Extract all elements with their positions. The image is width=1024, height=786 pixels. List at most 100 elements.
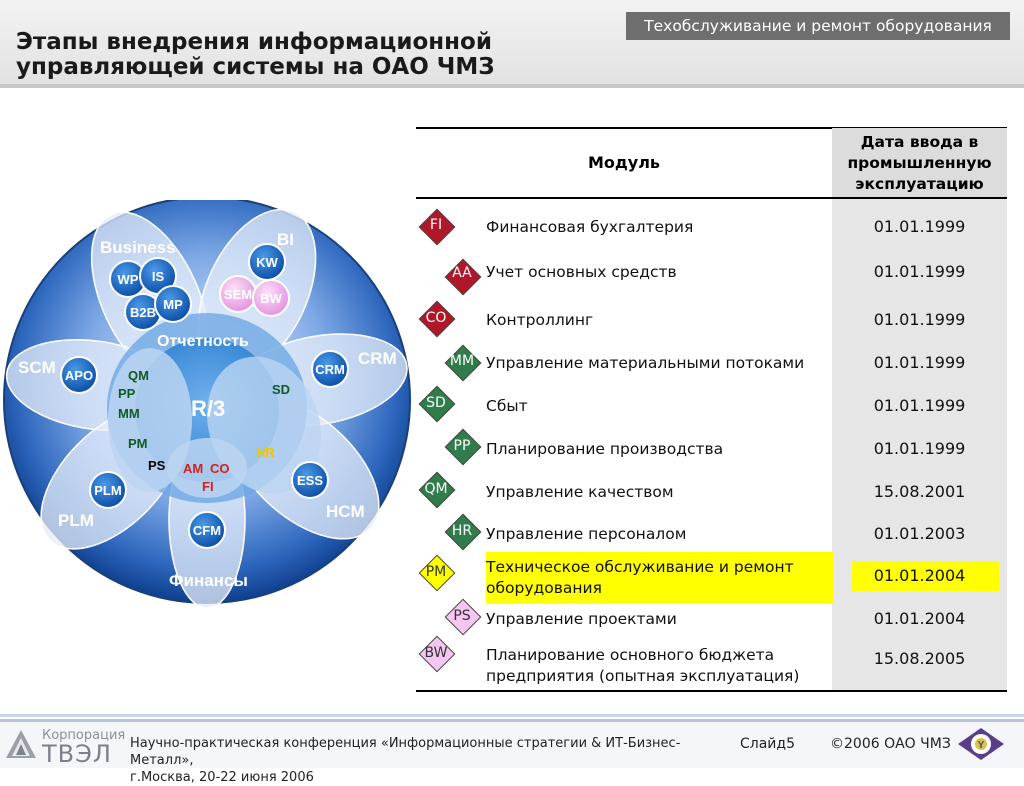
module-name: Управление материальными потоками <box>486 354 805 372</box>
svg-text:Y: Y <box>978 740 985 751</box>
module-date: 01.01.2004 <box>873 609 966 628</box>
module-name: Финансовая бухгалтерия <box>486 218 694 236</box>
module-name: Контроллинг <box>486 311 594 329</box>
label-bi: BI <box>277 230 294 249</box>
conference-info: Научно-практическая конференция «Информа… <box>130 735 730 786</box>
code-aa: AA <box>452 265 472 281</box>
page-title-line-2: управляющей системы на ОАО ЧМЗ <box>16 54 495 80</box>
code-ps: PS <box>453 608 471 624</box>
module-fi: FI <box>202 479 214 494</box>
module-date: 15.08.2001 <box>873 482 966 501</box>
node-sem-label: SEM <box>224 287 252 302</box>
table-bottom-rule <box>416 690 1007 692</box>
code-mm: MM <box>449 353 475 369</box>
page-title: Этапы внедрения информационной управляющ… <box>16 30 596 80</box>
module-name-line-1: Планирование основного бюджета <box>486 646 775 664</box>
node-plm <box>89 471 127 509</box>
module-date: 01.01.1999 <box>873 262 966 281</box>
module-am: AM <box>183 461 203 476</box>
module-date: 01.01.1999 <box>873 439 966 458</box>
conference-line-1: Научно-практическая конференция «Информа… <box>130 736 681 768</box>
header-date-line-2: промышленную <box>847 153 992 172</box>
module-pp: PP <box>118 386 136 401</box>
highlight-date-pm <box>852 561 999 591</box>
node-plm-label: PLM <box>94 483 121 498</box>
node-b2b-label: B2B <box>130 305 156 320</box>
module-name-line-2: оборудования <box>486 579 602 597</box>
label-reporting: Отчетность <box>157 333 249 350</box>
module-co: CO <box>210 461 230 476</box>
module-mm: MM <box>118 406 140 421</box>
node-ess-label: ESS <box>297 473 323 488</box>
node-wp-label: WP <box>118 272 139 287</box>
conference-line-2: г.Москва, 20-22 июня 2006 <box>130 770 314 785</box>
header-date-line-1: Дата ввода в <box>860 132 979 151</box>
node-apo-label: APO <box>65 368 93 383</box>
module-name: Учет основных средств <box>486 263 677 281</box>
code-co: CO <box>425 310 447 326</box>
node-mp-label: MP <box>163 297 183 312</box>
module-date: 01.01.1999 <box>873 310 966 329</box>
module-date: 01.01.1999 <box>873 217 966 236</box>
node-crm-label: CRM <box>315 362 345 377</box>
label-finance: Финансы <box>169 571 248 590</box>
corp-name: ТВЭЛ <box>42 740 112 768</box>
code-qm: QM <box>424 481 448 497</box>
header-divider <box>0 84 1024 88</box>
node-is-label: IS <box>152 269 165 284</box>
module-date: 15.08.2005 <box>873 649 966 668</box>
module-ps: PS <box>148 458 166 473</box>
footer-background <box>0 722 1024 768</box>
module-name: Сбыт <box>486 397 528 415</box>
node-cfm-label: CFM <box>193 523 221 538</box>
label-scm: SCM <box>18 358 56 377</box>
node-ess <box>291 461 329 499</box>
header-date: Дата ввода в промышленную эксплуатацию <box>832 128 1007 198</box>
label-hcm: HCM <box>326 502 365 521</box>
code-bw: BW <box>424 645 448 661</box>
module-name-line-2: предприятия (опытная эксплуатация) <box>486 667 800 685</box>
node-bw <box>252 279 290 317</box>
module-date: 01.01.2004 <box>873 566 966 585</box>
label-business: Business <box>100 238 176 257</box>
slide-number: Слайд5 <box>740 736 795 752</box>
module-date: 01.01.1999 <box>873 396 966 415</box>
code-pm: PM <box>425 564 447 580</box>
node-kw-label: KW <box>256 255 278 270</box>
tvel-logo-icon <box>6 730 36 758</box>
node-apo <box>60 356 98 394</box>
corp-label: Корпорация <box>42 728 126 743</box>
table-top-rule <box>416 127 1007 129</box>
table-header-rule <box>416 197 1007 199</box>
chmz-logo-icon: Y <box>958 728 1004 760</box>
module-qm: QM <box>128 368 149 383</box>
highlight-module-pm <box>486 552 833 603</box>
label-crm: CRM <box>358 349 397 368</box>
page-title-line-1: Этапы внедрения информационной <box>16 29 492 55</box>
node-crm <box>311 350 349 388</box>
module-date: 01.01.1999 <box>873 353 966 372</box>
copyright: ©2006 ОАО ЧМЗ <box>830 736 951 752</box>
header-module: Модуль <box>587 153 661 172</box>
module-pm: PM <box>128 436 148 451</box>
sap-modules-diagram: Business BI SCM CRM PLM HCM Финансы Отче… <box>3 200 411 609</box>
node-bw-label: BW <box>260 291 282 306</box>
node-cfm <box>188 511 226 549</box>
date-column-background <box>832 198 1007 691</box>
label-plm: PLM <box>58 511 94 530</box>
code-fi: FI <box>429 217 443 233</box>
section-banner: Техобслуживание и ремонт оборудования <box>626 12 1010 40</box>
module-name: Управление проектами <box>486 610 677 628</box>
code-sd: SD <box>426 395 446 411</box>
module-name: Управление качеством <box>486 483 674 501</box>
code-pp: PP <box>453 438 471 454</box>
label-r3: R/3 <box>191 396 225 421</box>
module-name-line-1: Техническое обслуживание и ремонт <box>486 558 794 576</box>
header-date-line-3: эксплуатацию <box>855 174 984 193</box>
module-name: Управление персоналом <box>486 525 687 543</box>
footer-divider <box>0 714 1024 722</box>
code-hr: HR <box>451 523 473 539</box>
module-hr: HR <box>256 445 275 460</box>
module-sd: SD <box>272 382 290 397</box>
module-date: 01.01.2003 <box>873 524 966 543</box>
